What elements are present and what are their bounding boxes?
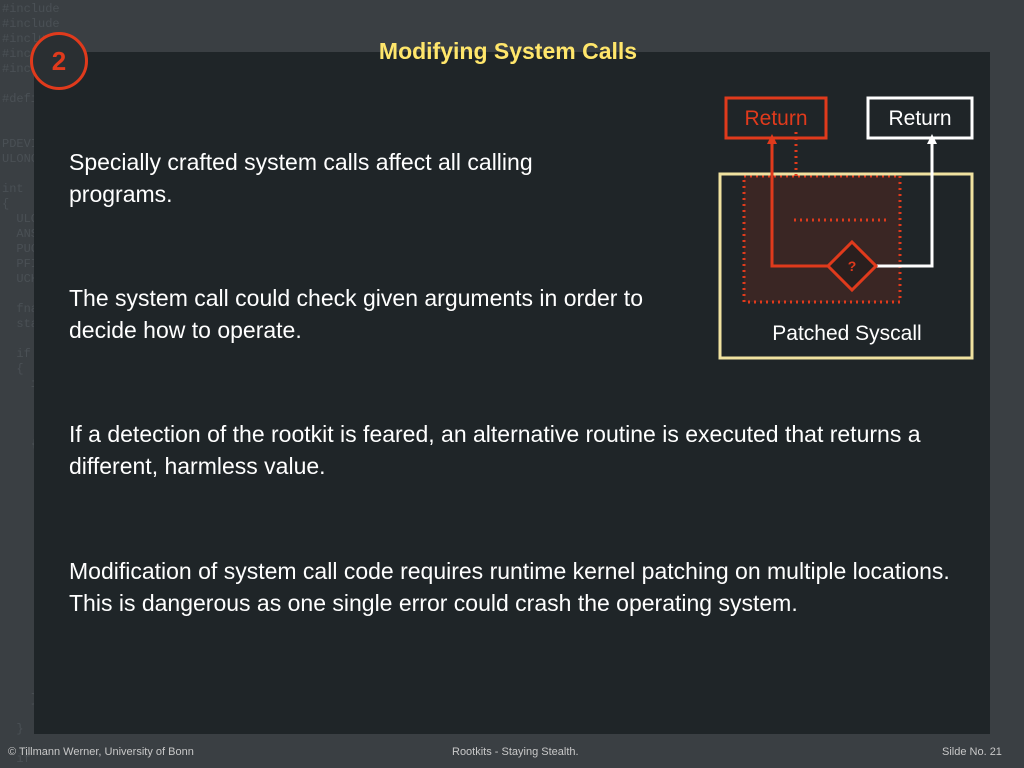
- return-left-box: [724, 96, 828, 140]
- slide-number-badge: 2: [30, 32, 88, 90]
- decision-label: ?: [848, 258, 857, 274]
- return-left-label: Return: [744, 107, 807, 130]
- original-path-arrow: [927, 134, 937, 144]
- diagram-caption: Patched Syscall: [772, 322, 921, 345]
- return-right-label: Return: [888, 107, 951, 130]
- patched-syscall-frame: [718, 172, 974, 360]
- patched-syscall-diagram: Return Return ? Patched Syscall: [718, 96, 974, 360]
- content-panel: [34, 52, 990, 734]
- slide-title: Modifying System Calls: [378, 38, 638, 64]
- alternative-routine-area: [742, 174, 902, 304]
- modified-path: [770, 140, 828, 268]
- paragraph-2: The system call could check given argume…: [69, 285, 643, 343]
- paragraph-1: Specially crafted system calls affect al…: [69, 149, 533, 207]
- footer-author: © Tillmann Werner, University of Bonn: [8, 746, 194, 758]
- paragraph-3: If a detection of the rootkit is feared,…: [69, 421, 921, 479]
- slide-number: 2: [51, 45, 67, 76]
- modified-path-arrow: [767, 134, 777, 144]
- return-right-box: [866, 96, 974, 140]
- footer-title: Rootkits - Staying Stealth.: [452, 746, 579, 758]
- paragraph-4: Modification of system call code require…: [69, 558, 950, 616]
- decision-diamond: [825, 239, 879, 293]
- footer-slide-number: Silde No. 21: [942, 746, 1002, 758]
- original-path: [876, 140, 934, 268]
